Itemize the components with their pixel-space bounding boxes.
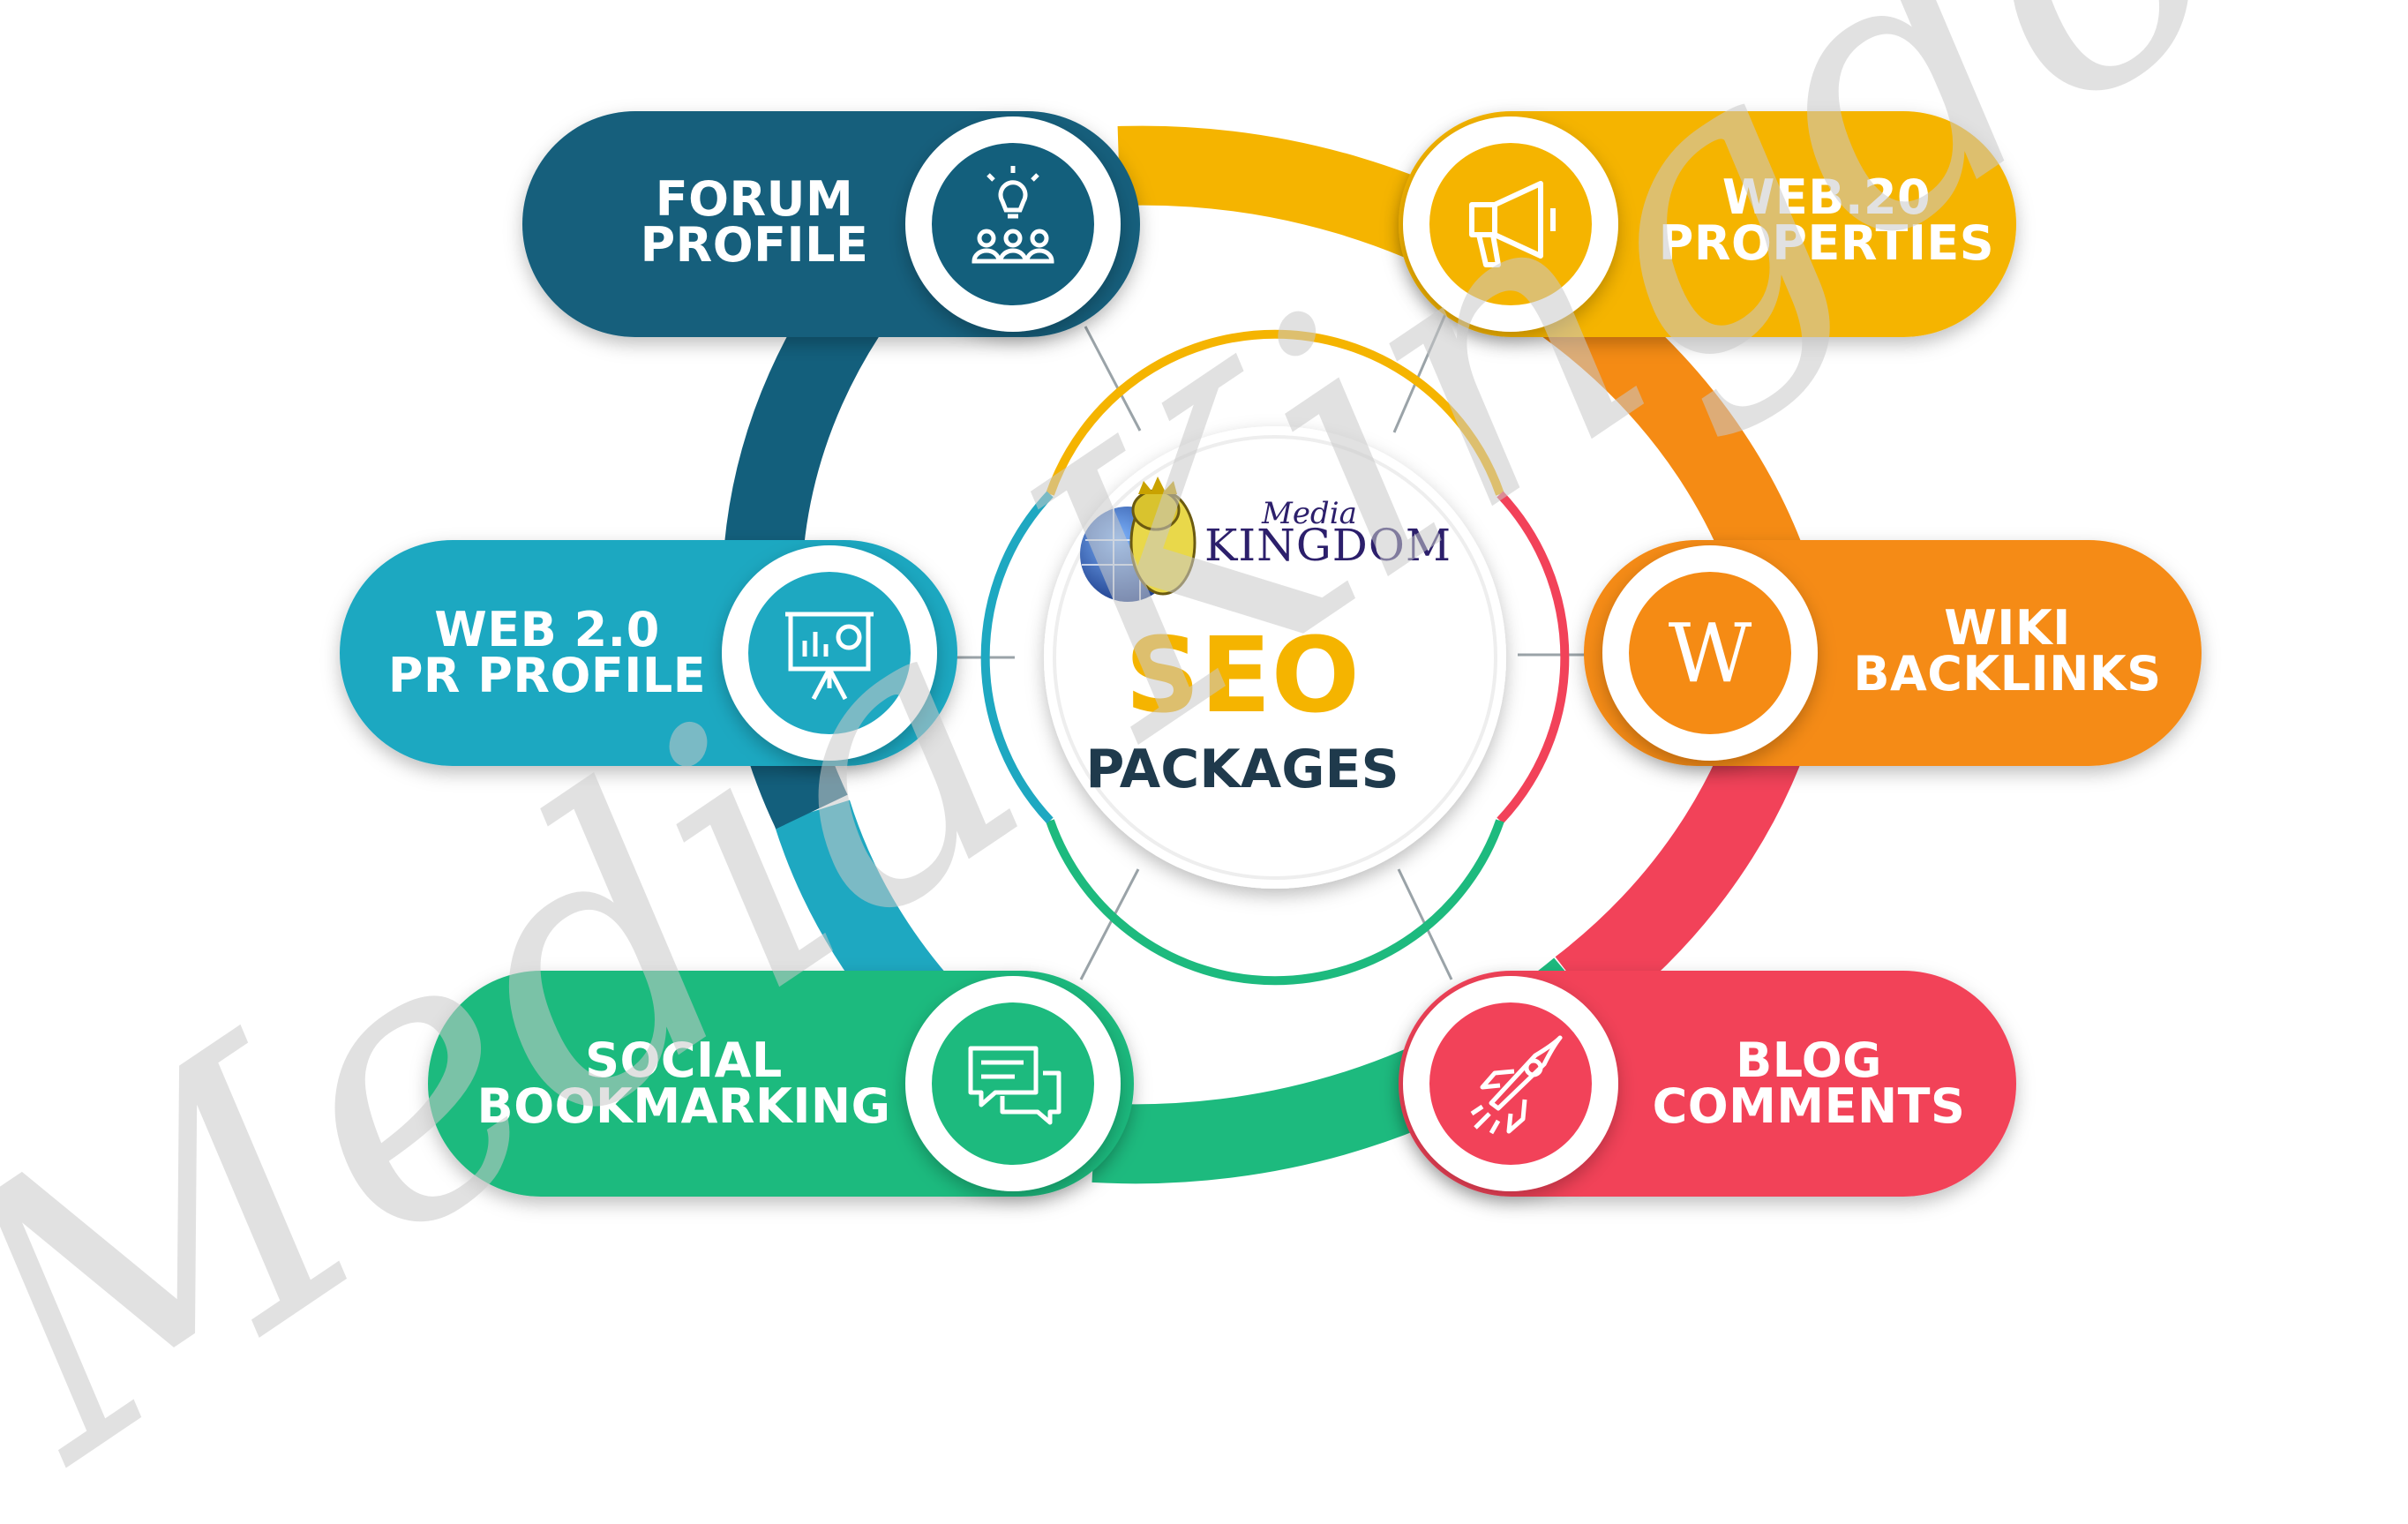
label-line: COMMENTS xyxy=(1652,1078,1966,1134)
label-social-bookmarking: SOCIAL BOOKMARKING xyxy=(463,1032,904,1134)
brand-media-text: Media xyxy=(1262,496,1357,531)
pill-blog-comments xyxy=(1399,971,2016,1197)
label-forum-profile: FORUM PROFILE xyxy=(609,171,900,273)
label-line: PR PROFILE xyxy=(387,648,707,703)
label-line: WEB 2.0 xyxy=(434,602,660,657)
label-blog-comments: BLOG COMMENTS xyxy=(1632,1032,1985,1134)
chat-bubbles-icon xyxy=(968,1046,1061,1125)
label-wiki-backlinks: WIKI BACKLINKS xyxy=(1831,600,2184,702)
label-line: BACKLINKS xyxy=(1853,646,2162,702)
rocket-icon xyxy=(1470,1035,1563,1135)
media-kingdom-logo xyxy=(1080,477,1196,602)
wikipedia-w-icon: W xyxy=(1669,606,1752,701)
pill-web20-pr-profile xyxy=(340,540,957,766)
label-line: WEB.20 xyxy=(1722,169,1932,225)
pill-social-bookmarking xyxy=(428,971,1134,1197)
label-line: BOOKMARKING xyxy=(476,1078,891,1134)
pill-web20-properties xyxy=(1399,111,2016,337)
label-web20-pr-profile: WEB 2.0 PR PROFILE xyxy=(371,602,724,703)
label-line: PROFILE xyxy=(640,217,869,273)
crown-icon xyxy=(1138,477,1177,494)
label-line: FORUM xyxy=(655,171,854,227)
label-web20-properties: WEB.20 PROPERTIES xyxy=(1650,169,2003,271)
brand-kingdom-text: KINGDOM xyxy=(1204,520,1452,571)
pill-forum-profile xyxy=(522,111,1140,337)
presentation-board-icon xyxy=(785,612,874,701)
megaphone-icon xyxy=(1469,181,1556,267)
label-line: SOCIAL xyxy=(585,1032,783,1088)
label-line: PROPERTIES xyxy=(1658,215,1995,271)
pill-wiki-backlinks: W xyxy=(1584,540,2202,766)
lightbulb-people-icon xyxy=(971,166,1054,264)
label-line: BLOG xyxy=(1736,1032,1882,1088)
seo-title: SEO xyxy=(1125,614,1360,736)
seo-subtitle: PACKAGES xyxy=(1085,739,1399,800)
label-line: WIKI xyxy=(1944,600,2071,656)
